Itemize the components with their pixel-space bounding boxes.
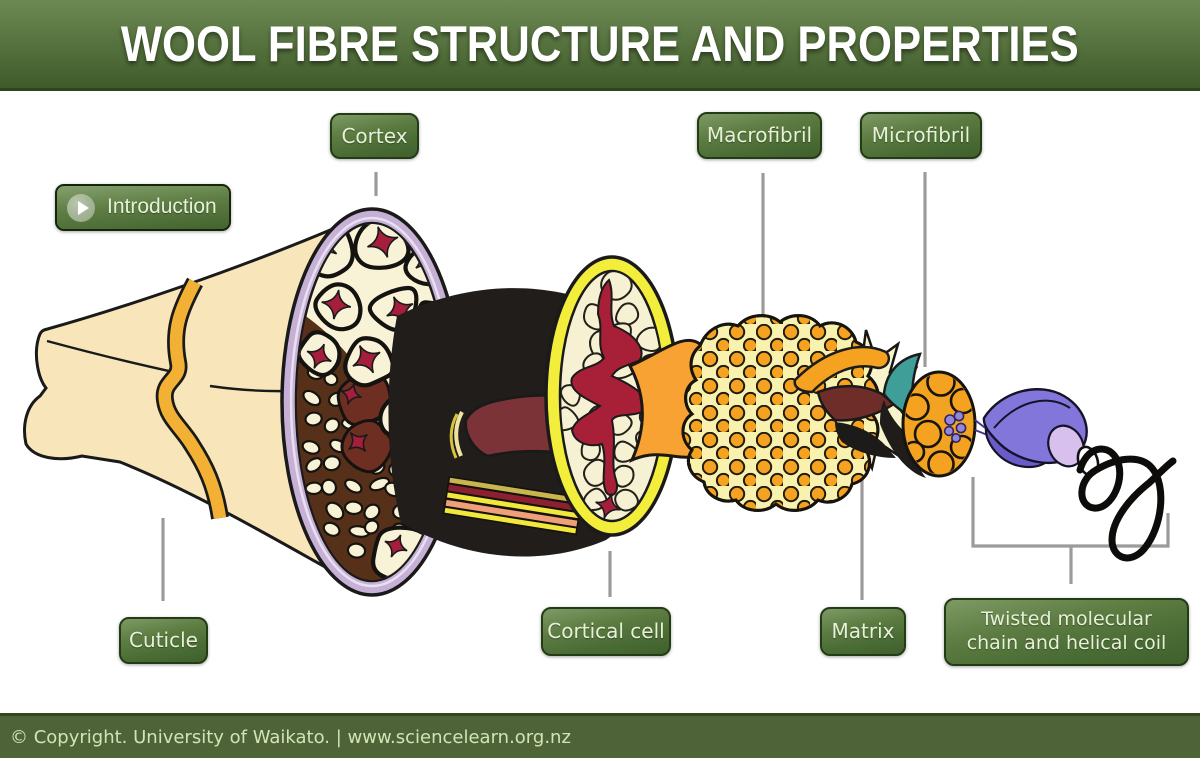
footer-bar: © Copyright. University of Waikato. | ww…	[0, 713, 1200, 758]
macrofibril-label-text: Macrofibril	[706, 123, 813, 147]
leader-lines	[161, 172, 1170, 601]
matrix-label-text: Matrix	[831, 619, 895, 643]
title-bar: WOOL FIBRE STRUCTURE AND PROPERTIES	[0, 0, 1200, 91]
cuticle-label-text: Cuticle	[129, 628, 198, 652]
cuticle-fibre-art	[23, 225, 347, 581]
black-band	[835, 422, 896, 458]
introduction-button[interactable]: Introduction	[55, 184, 231, 231]
chain-end-cap	[1047, 424, 1085, 468]
label-cortex[interactable]: Cortex	[330, 113, 419, 159]
macrofibril-art	[681, 314, 897, 512]
stripe-bundle	[442, 475, 583, 536]
copyright-text: © Copyright. University of Waikato. | ww…	[10, 726, 571, 748]
cortical-cell-label-text: Cortical cell	[547, 619, 665, 643]
molecular-chain-art	[974, 388, 1100, 477]
maroon-band	[816, 384, 897, 422]
orange-band	[793, 345, 890, 394]
label-twisted-molecular-chain[interactable]: Twisted molecular chain and helical coil	[944, 598, 1189, 666]
introduction-label: Introduction	[107, 195, 217, 219]
page-title: WOOL FIBRE STRUCTURE AND PROPERTIES	[121, 14, 1079, 73]
twisted-chain-label-text: Twisted molecular chain and helical coil	[966, 608, 1167, 654]
microfibril-label-text: Microfibril	[871, 123, 971, 147]
label-macrofibril[interactable]: Macrofibril	[697, 112, 822, 159]
label-cortical-cell[interactable]: Cortical cell	[541, 607, 671, 656]
dendrite	[570, 278, 649, 497]
scale-edge-gold	[158, 279, 227, 519]
cortex-label-text: Cortex	[341, 123, 408, 148]
label-matrix[interactable]: Matrix	[820, 607, 906, 656]
label-cuticle[interactable]: Cuticle	[119, 617, 208, 664]
leader-bracket-twisted-chain	[971, 477, 1170, 584]
microfibril-art	[880, 352, 977, 478]
play-icon	[67, 193, 95, 222]
label-microfibril[interactable]: Microfibril	[860, 112, 982, 159]
cortical-extra	[595, 493, 621, 519]
helical-coil-art	[1076, 445, 1177, 562]
